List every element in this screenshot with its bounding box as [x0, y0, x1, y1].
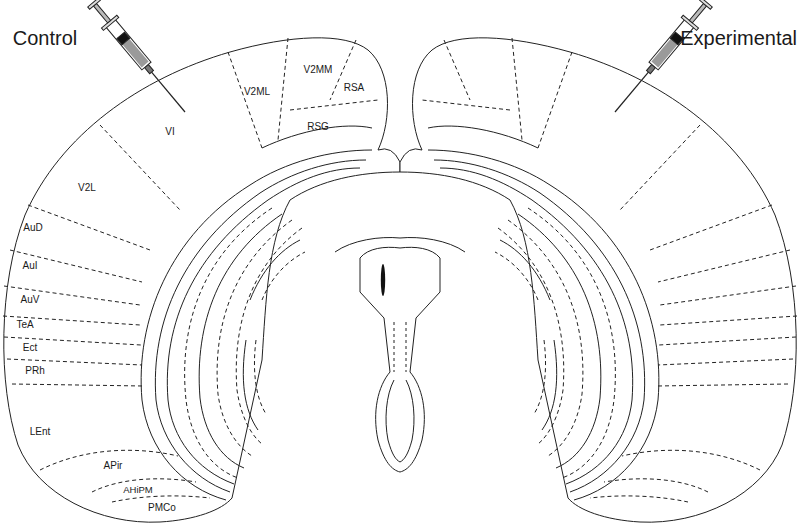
region-label: PMCo [148, 503, 176, 513]
region-label: V2MM [304, 65, 333, 75]
region-label: PRh [25, 366, 44, 376]
region-label: RSG [307, 122, 329, 132]
region-label: AuD [23, 223, 42, 233]
region-label: V2L [78, 183, 96, 193]
region-label: TeA [16, 320, 33, 330]
region-label: APir [104, 461, 123, 471]
region-label: LEnt [30, 427, 51, 437]
region-label: AuI [22, 261, 37, 271]
region-label: AuV [21, 295, 40, 305]
region-label: Ect [23, 343, 37, 353]
group-heading: Control [13, 28, 77, 48]
region-label: VI [165, 127, 174, 137]
group-heading: Experimental [680, 28, 797, 48]
region-label: AHiPM [123, 485, 153, 495]
region-label: V2ML [244, 87, 270, 97]
region-label: RSA [344, 83, 365, 93]
